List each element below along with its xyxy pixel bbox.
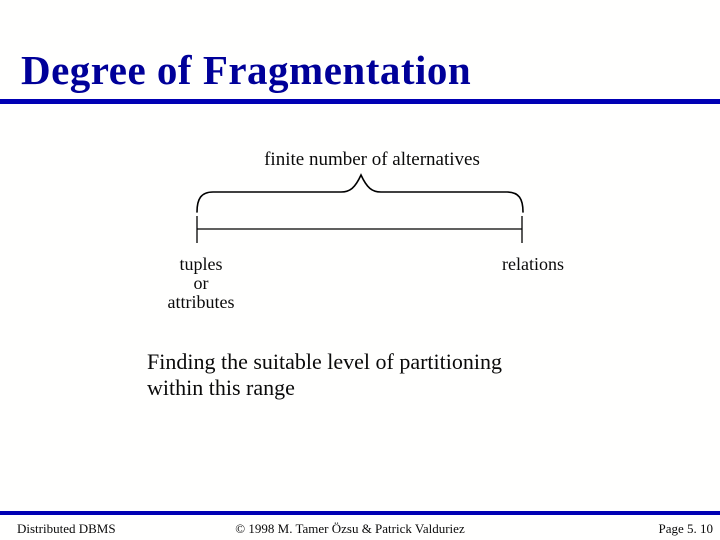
title-underline-rule xyxy=(0,99,720,104)
statement-line2: within this range xyxy=(147,375,295,400)
footer-copyright: © 1998 M. Tamer Özsu & Patrick Valduriez xyxy=(235,521,465,536)
footer-rule xyxy=(0,511,720,515)
range-diagram xyxy=(196,173,524,243)
footer-deck-title: Distributed DBMS xyxy=(17,521,116,536)
statement-line1: Finding the suitable level of partitioni… xyxy=(147,349,502,374)
left-endpoint-label-line3: attributes xyxy=(167,292,235,312)
page-title: Degree of Fragmentation xyxy=(21,47,472,93)
left-endpoint-label: tuples or attributes xyxy=(131,255,271,312)
range-caption: finite number of alternatives xyxy=(264,149,480,170)
overbrace-shape xyxy=(196,173,524,213)
statement-text: Finding the suitable level of partitioni… xyxy=(147,349,502,401)
right-endpoint-label-line1: relations xyxy=(502,254,564,274)
left-endpoint-label-line2: or xyxy=(193,273,209,293)
footer-page-number: Page 5. 10 xyxy=(658,521,713,536)
right-endpoint-label: relations xyxy=(463,255,603,274)
left-endpoint-label-line1: tuples xyxy=(179,254,223,274)
